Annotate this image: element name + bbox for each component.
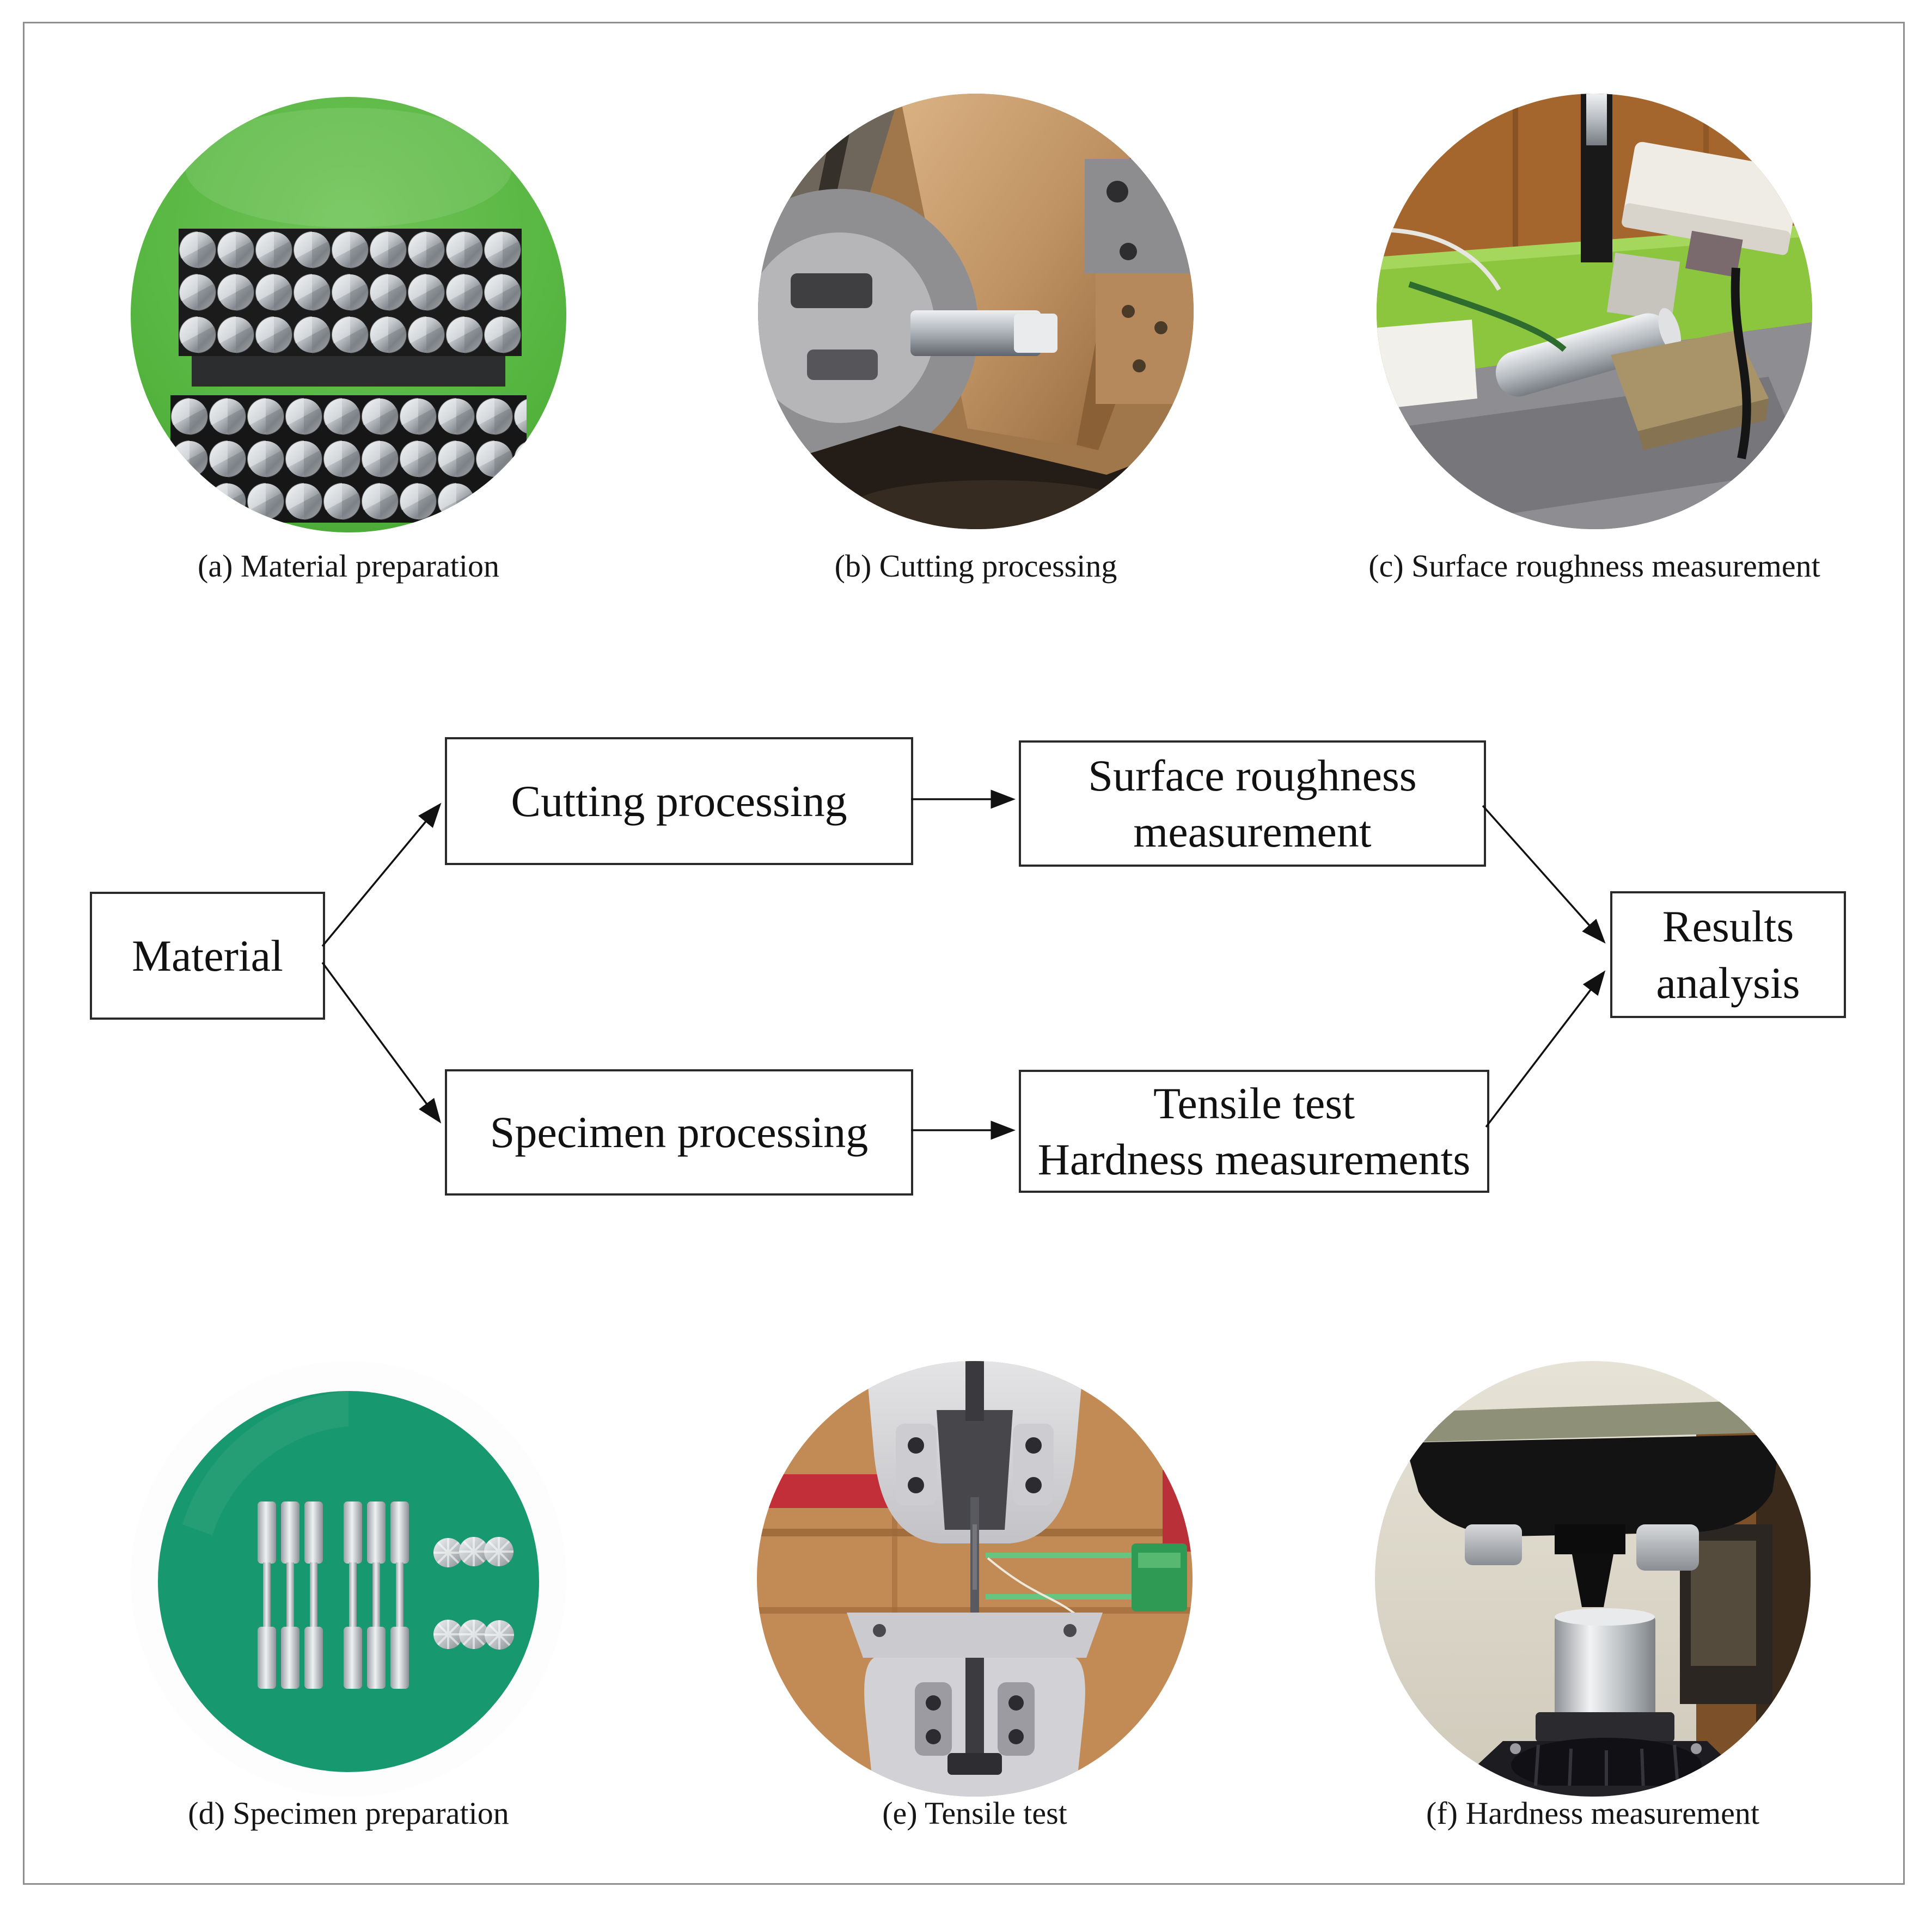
flow-node-surface-line2: measurement [1133,807,1372,856]
specimen-cylinder [1495,308,1681,397]
flow-node-results-line2: analysis [1656,958,1800,1008]
flow-node-specimen-processing: Specimen processing [445,1069,913,1196]
caption-b: (b) Cutting processing [834,548,1117,584]
flow-node-results-analysis: Results analysis [1610,891,1846,1018]
specimen-preparation-illustration [131,1361,566,1797]
extensometer [986,1543,1187,1615]
photo-cutting-processing [758,94,1194,529]
photo-specimen-preparation [131,1361,566,1797]
flow-node-cutting-processing: Cutting processing [445,737,913,865]
caption-a: (a) Material preparation [198,548,499,584]
teal-table [158,1391,539,1772]
indenter-tip [1572,1554,1613,1607]
upper-grip [866,1361,1084,1543]
caption-d: (d) Specimen preparation [188,1795,509,1831]
flow-node-material-label: Material [132,930,283,980]
flow-node-cutting-label: Cutting processing [511,776,847,826]
caption-f: (f) Hardness measurement [1426,1795,1759,1831]
lower-grip [864,1658,1085,1797]
red-machine-strip [757,1474,901,1508]
flow-node-specimen-label: Specimen processing [490,1107,869,1157]
flow-node-results-line1: Results [1662,902,1794,952]
flow-node-material: Material [90,892,325,1020]
roughness-tester-head [1622,142,1801,278]
tensile-test-illustration [757,1361,1193,1797]
surface-roughness-illustration [1377,94,1812,529]
flow-node-tensile-line2: Hardness measurements [1037,1135,1471,1184]
hardness-specimen [1555,1608,1655,1718]
flow-node-tensile-hardness: Tensile test Hardness measurements [1019,1070,1489,1193]
photo-tensile-test [757,1361,1193,1797]
flow-node-surface-line1: Surface roughness [1088,750,1417,800]
indenter-turret [1405,1435,1781,1607]
photo-hardness-measurement [1375,1361,1811,1797]
flow-node-surface-roughness: Surface roughness measurement [1019,740,1486,867]
anvil-stage [1478,1712,1732,1797]
cutting-processing-illustration [758,94,1194,529]
tool-turret-block [1085,159,1194,404]
caption-c: (c) Surface roughness measurement [1368,548,1820,584]
steel-rod-bundle-top [179,229,522,387]
workpiece-cylinder [910,310,1057,356]
lathe-chuck [758,189,979,467]
flow-node-tensile-line1: Tensile test [1153,1078,1355,1128]
material-preparation-illustration [131,97,566,532]
hardness-measurement-illustration [1375,1361,1811,1797]
photo-material-preparation [131,97,566,532]
power-cable [1731,267,1751,459]
photo-surface-roughness-measurement [1377,94,1812,529]
caption-e: (e) Tensile test [882,1795,1067,1831]
tensile-specimen [970,1497,979,1622]
